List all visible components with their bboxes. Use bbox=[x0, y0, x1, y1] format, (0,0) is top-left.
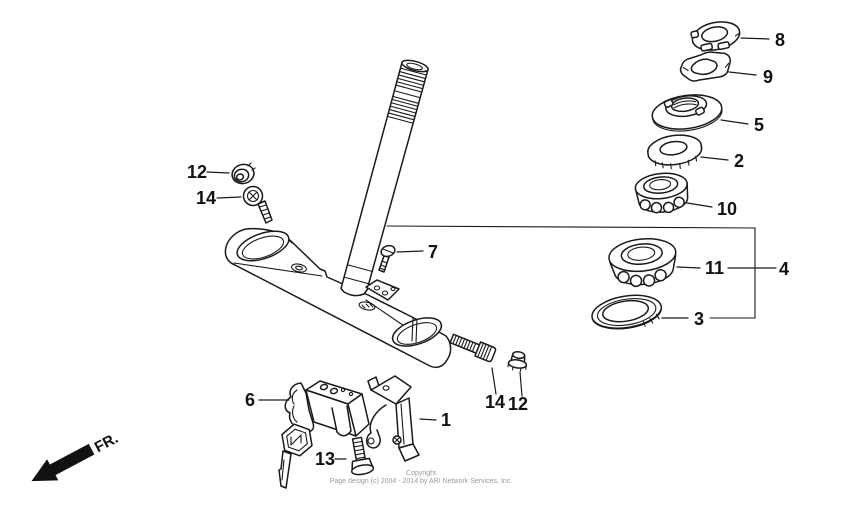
upper-bearing-10-drawing bbox=[634, 172, 689, 214]
callout-14-lower-group: 14 bbox=[485, 367, 505, 412]
fr-arrow-icon bbox=[31, 443, 95, 482]
flange-nut-12-lower-drawing bbox=[507, 351, 528, 372]
lock-bracket-1-drawing bbox=[366, 375, 420, 462]
callout-11[interactable]: 11 bbox=[705, 258, 724, 278]
slotted-nut-8-drawing bbox=[690, 21, 741, 52]
socket-bolt-14-upper-drawing bbox=[242, 185, 273, 224]
callout-7[interactable]: 7 bbox=[428, 242, 438, 262]
callout-7-group: 7 bbox=[396, 242, 438, 262]
callout-13[interactable]: 13 bbox=[315, 449, 335, 469]
callout-14-lower[interactable]: 14 bbox=[485, 392, 505, 412]
callout-3[interactable]: 3 bbox=[694, 309, 704, 329]
callout-14-upper[interactable]: 14 bbox=[196, 188, 216, 208]
callout-1[interactable]: 1 bbox=[441, 410, 451, 430]
callout-12-upper[interactable]: 12 bbox=[187, 162, 207, 182]
copyright-text: Copyright Page design (c) 2004 - 2014 by… bbox=[330, 470, 513, 485]
callout-8[interactable]: 8 bbox=[775, 30, 785, 50]
callout-10[interactable]: 10 bbox=[717, 199, 737, 219]
copyright-line2: Page design (c) 2004 - 2014 by ARI Netwo… bbox=[330, 478, 513, 485]
cap-nut-12-upper-drawing bbox=[231, 162, 256, 185]
lower-bearing-11-drawing bbox=[608, 237, 677, 288]
callout-6[interactable]: 6 bbox=[245, 390, 255, 410]
lock-washer-9-drawing bbox=[679, 51, 732, 82]
callout-12-lower-group: 12 bbox=[508, 371, 528, 414]
bridge-stem-base-details bbox=[358, 279, 443, 347]
stem-thread-hatching bbox=[387, 67, 427, 124]
bolt-7-drawing bbox=[378, 244, 396, 273]
callout-2[interactable]: 2 bbox=[734, 151, 744, 171]
seal-washer-2-drawing bbox=[647, 134, 703, 170]
callout-1-group: 1 bbox=[419, 410, 451, 430]
callout-4[interactable]: 4 bbox=[779, 259, 789, 279]
fr-direction-indicator: FR. bbox=[31, 430, 121, 482]
callout-11-group: 11 4 bbox=[676, 258, 789, 279]
callout-5[interactable]: 5 bbox=[754, 115, 764, 135]
callout-14-upper-group: 14 bbox=[196, 188, 242, 208]
callout-9-group: 9 bbox=[728, 67, 773, 87]
callout-6-group: 6 bbox=[245, 390, 290, 410]
steering-bridge-drawing bbox=[224, 227, 452, 369]
callout-13-group: 13 bbox=[315, 449, 347, 469]
steering-lock-6-drawing bbox=[284, 380, 370, 437]
adjusting-nut-5-drawing bbox=[651, 94, 723, 132]
callout-8-group: 8 bbox=[740, 30, 785, 50]
fr-label: FR. bbox=[92, 430, 121, 456]
copyright-line1: Copyright bbox=[406, 470, 436, 477]
callout-12-upper-group: 12 bbox=[187, 162, 230, 182]
key-drawing bbox=[278, 423, 313, 489]
socket-bolt-14-lower-drawing bbox=[449, 333, 497, 363]
flange-bolt-13-drawing bbox=[350, 436, 375, 476]
callout-5-group: 5 bbox=[720, 115, 764, 135]
group-4-bracket-lines bbox=[386, 225, 756, 319]
callout-2-group: 2 bbox=[700, 151, 744, 171]
callout-3-group: 3 bbox=[661, 309, 704, 329]
callout-9[interactable]: 9 bbox=[763, 67, 773, 87]
callout-12-lower[interactable]: 12 bbox=[508, 394, 528, 414]
callout-10-group: 10 bbox=[686, 199, 737, 219]
steering-stem-drawing bbox=[340, 59, 429, 297]
lower-seal-3-drawing bbox=[591, 294, 663, 330]
